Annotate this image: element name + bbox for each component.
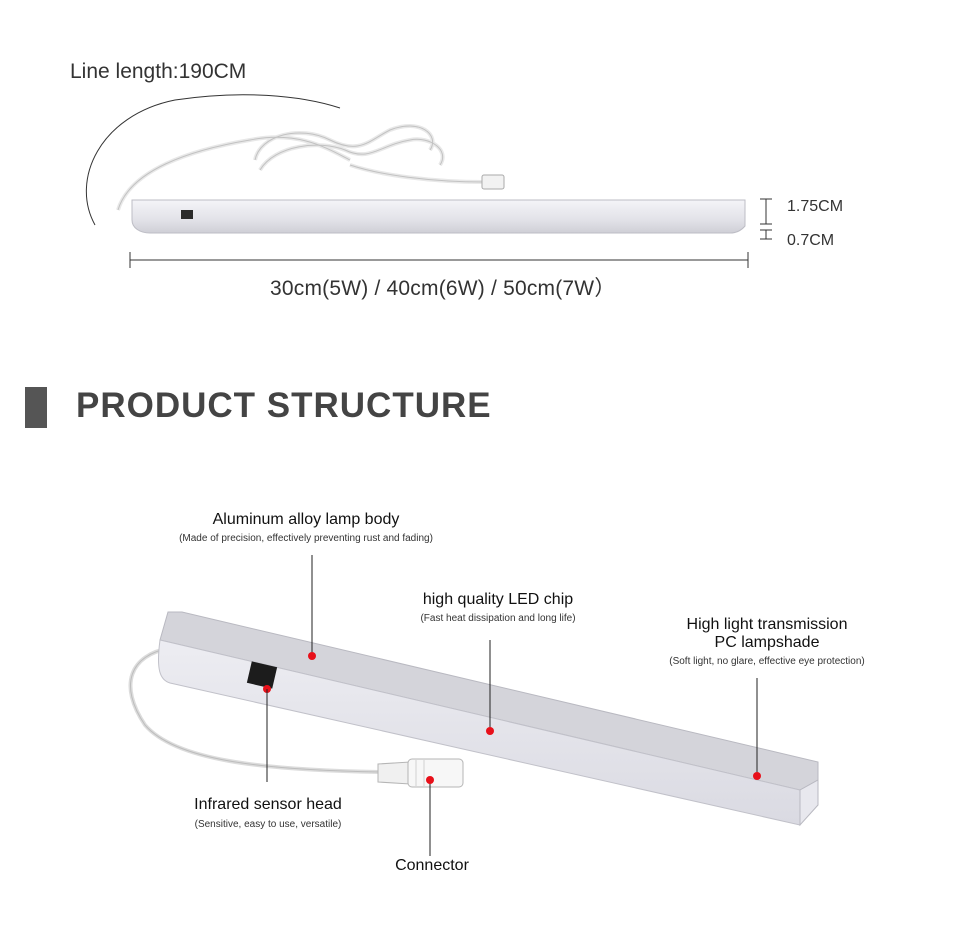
shade-marker (753, 772, 761, 780)
lampshade-sub: (Soft light, no glare, effective eye pro… (669, 656, 865, 667)
height-dimension (760, 198, 772, 240)
lamp-body-title: Aluminum alloy lamp body (212, 511, 400, 528)
height-label: 1.75CM (787, 198, 844, 215)
chip-marker (486, 727, 494, 735)
section-bar (25, 387, 47, 428)
coiled-cable-outline (117, 125, 486, 211)
top-sensor-window (181, 210, 193, 219)
callout-connector: Connector (372, 857, 492, 875)
connector-title: Connector (395, 857, 469, 874)
bottom-lamp-end (799, 779, 819, 827)
length-dimension (129, 252, 749, 268)
dc-connector (377, 758, 464, 788)
connector-marker (426, 776, 434, 784)
lampshade-title-2: PC lampshade (714, 634, 820, 651)
callout-sensor: Infrared sensor head (Sensitive, easy to… (168, 796, 368, 830)
section-title: PRODUCT STRUCTURE (76, 386, 492, 425)
lampshade-title-1: High light transmission (686, 616, 848, 633)
line-length-label: Line length:190CM (70, 60, 247, 83)
coiled-cable (116, 123, 486, 211)
sensor-title: Infrared sensor head (194, 796, 342, 813)
body-marker (308, 652, 316, 660)
callout-lamp-body: Aluminum alloy lamp body (Made of precis… (140, 511, 472, 544)
callout-led-chip: high quality LED chip (Fast heat dissipa… (380, 591, 616, 624)
bottom-cable-edge (130, 647, 381, 773)
sensor-sub: (Sensitive, easy to use, versatile) (194, 819, 342, 830)
top-lamp-bar (131, 199, 746, 234)
callout-lampshade: High light transmission PC lampshade (So… (640, 616, 894, 667)
depth-label: 0.7CM (787, 232, 835, 249)
line-length-arc (86, 94, 341, 226)
bottom-lamp-face (157, 639, 801, 826)
led-chip-sub: (Fast heat dissipation and long life) (420, 613, 576, 624)
top-connector (481, 174, 505, 190)
led-chip-title: high quality LED chip (422, 591, 574, 608)
sizes-label: 30cm(5W) / 40cm(6W) / 50cm(7W） (270, 277, 616, 300)
lamp-body-sub: (Made of precision, effectively preventi… (179, 533, 433, 544)
bottom-sensor-window (246, 661, 278, 689)
